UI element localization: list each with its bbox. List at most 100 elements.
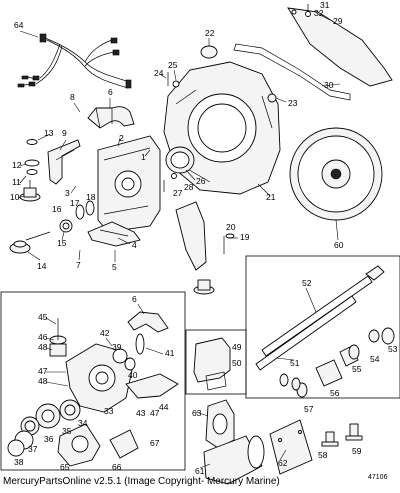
callout-6-inset: 6 [132, 294, 137, 304]
callout-56: 56 [330, 388, 340, 398]
callout-42: 42 [100, 328, 110, 338]
inset-coupler-65-66 [57, 423, 139, 467]
mount-14 [9, 231, 51, 254]
callout-18: 18 [86, 192, 96, 202]
callout-40: 40 [128, 370, 138, 380]
bracket-63 [205, 399, 235, 449]
callout-65: 65 [60, 462, 70, 472]
callout-48b: 48 [38, 376, 48, 386]
callout-60: 60 [334, 240, 344, 250]
callout-66: 66 [112, 462, 122, 472]
callout-31: 31 [320, 0, 330, 10]
callout-14: 14 [37, 261, 47, 271]
housing-plate-1 [97, 135, 161, 233]
callout-58: 58 [318, 450, 328, 460]
cover-26 [165, 146, 195, 174]
callout-50: 50 [232, 358, 242, 368]
callout-7: 7 [76, 260, 81, 270]
callout-46: 46 [38, 332, 48, 342]
callout-20: 20 [226, 222, 236, 232]
callout-5: 5 [112, 262, 117, 272]
inset-box-mount-assembly [0, 291, 186, 471]
callout-63: 63 [192, 408, 202, 418]
bracket-49-50 [193, 337, 231, 391]
plug-22 [200, 45, 218, 59]
callout-28: 28 [184, 182, 194, 192]
wiring-harness-64 [17, 33, 132, 89]
cover-plate-29 [287, 7, 393, 87]
footer-copyright: MercuryPartsOnline v2.5.1 (Image Copyrig… [3, 476, 280, 487]
callout-64: 64 [14, 20, 24, 30]
callout-57: 57 [304, 404, 314, 414]
clamp-6 [87, 106, 135, 129]
callout-17: 17 [70, 198, 80, 208]
exhaust-elbow-61 [203, 435, 265, 485]
tube-52 [255, 265, 385, 371]
flywheel-housing-21 [163, 61, 281, 195]
callout-47b: 47 [150, 408, 160, 418]
callout-43: 43 [136, 408, 146, 418]
gasket-30 [233, 43, 351, 101]
callout-26: 26 [196, 176, 206, 186]
callout-2: 2 [119, 133, 124, 143]
callout-1: 1 [141, 152, 146, 162]
callout-54: 54 [370, 354, 380, 364]
leader-lines [17, 13, 341, 469]
callout-16: 16 [52, 204, 62, 214]
callout-23: 23 [288, 98, 298, 108]
callout-61: 61 [195, 466, 205, 476]
callout-62: 62 [278, 458, 288, 468]
callout-27: 27 [173, 188, 183, 198]
callout-10: 10 [10, 192, 20, 202]
inset-rings-39-40-41 [112, 333, 145, 371]
callout-9: 9 [62, 128, 67, 138]
rings-15-16-17-18 [59, 200, 95, 233]
callout-15: 15 [57, 238, 67, 248]
callout-22: 22 [205, 28, 215, 38]
inset-rings-37-38 [7, 430, 34, 457]
callout-38: 38 [14, 457, 24, 467]
callout-39: 39 [112, 342, 122, 352]
callout-34: 34 [78, 418, 88, 428]
callout-45: 45 [38, 312, 48, 322]
callout-13: 13 [44, 128, 54, 138]
callout-36: 36 [44, 434, 54, 444]
callout-41: 41 [165, 348, 175, 358]
callout-6: 6 [108, 87, 113, 97]
callout-35: 35 [62, 426, 72, 436]
callout-8: 8 [70, 92, 75, 102]
callout-59: 59 [352, 446, 362, 456]
washer-12-11-13 [24, 139, 40, 175]
inset-lower-bracket-43 [125, 373, 179, 399]
callout-49: 49 [232, 342, 242, 352]
bracket-9 [47, 139, 81, 185]
callout-21: 21 [266, 192, 276, 202]
inset-clamp-6 [127, 311, 169, 333]
callout-11: 11 [12, 177, 21, 187]
callout-25: 25 [168, 60, 178, 70]
flywheel-60 [289, 127, 383, 221]
callout-32: 32 [314, 8, 324, 18]
mount-bracket-4 [87, 221, 141, 247]
nut-23 [267, 93, 277, 103]
plugs-58-59 [321, 423, 363, 447]
callout-12: 12 [12, 160, 22, 170]
callout-67: 67 [150, 438, 160, 448]
callout-33: 33 [104, 406, 114, 416]
callout-44: 44 [159, 402, 169, 412]
callout-19: 19 [240, 232, 250, 242]
callout-labels: 1 2 3 4 5 6 7 8 9 10 11 12 13 14 15 16 1… [10, 0, 398, 476]
callout-37: 37 [28, 444, 38, 454]
drawing-code: 47106 [368, 474, 388, 481]
inset-mount-45 [49, 318, 67, 357]
mount-10 [19, 180, 41, 202]
inset-bearing-34-35-36 [20, 399, 81, 436]
callout-29: 29 [333, 16, 343, 26]
callout-53: 53 [388, 344, 398, 354]
callout-51: 51 [290, 358, 300, 368]
callout-47: 47 [38, 366, 48, 376]
callout-3: 3 [65, 188, 70, 198]
callout-4: 4 [132, 240, 137, 250]
inset-box-hoses [245, 255, 400, 399]
